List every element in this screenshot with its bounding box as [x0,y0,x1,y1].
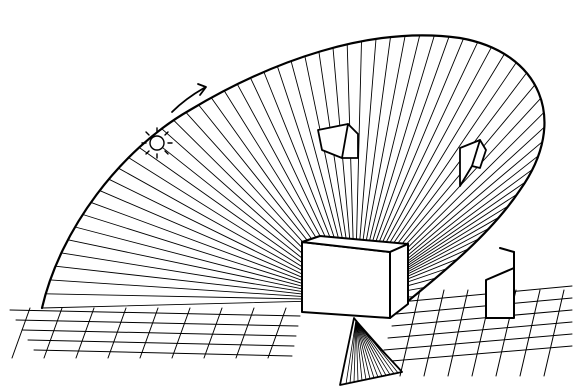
sun-icon [142,128,172,158]
grid-line [28,340,294,346]
grid-line [108,308,126,358]
small-receiver-right [460,140,486,186]
small-receiver-left [318,124,358,158]
grid-line [544,290,564,376]
grid-line [12,308,30,358]
grid-line [204,308,222,358]
grid-line [22,330,296,336]
receiver-block [302,236,408,318]
grid-line [34,350,292,356]
support-leg [486,248,514,318]
grid-line [236,308,254,358]
grid-line [76,308,94,358]
lower-arm [340,318,402,385]
grid-line [16,320,298,326]
grid-line [384,334,572,350]
